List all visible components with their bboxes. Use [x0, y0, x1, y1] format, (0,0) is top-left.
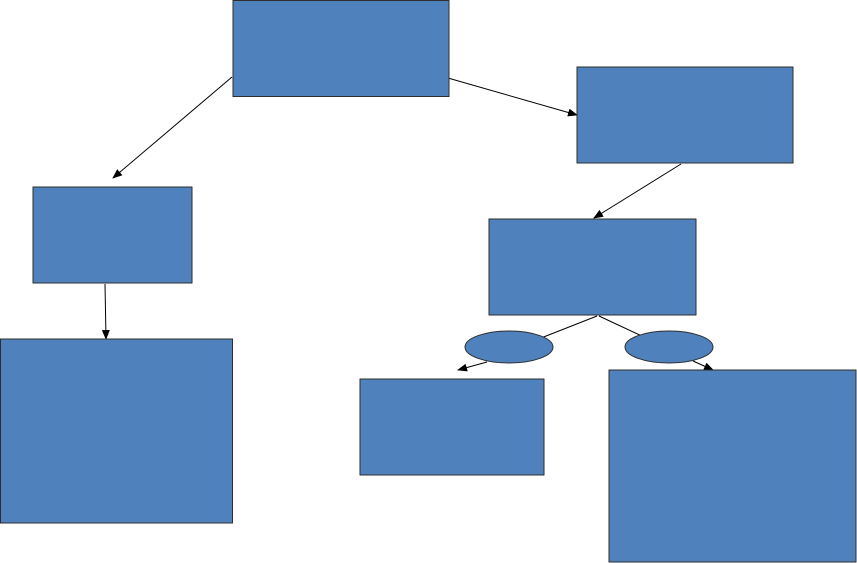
- node-left-upper: [32, 186, 193, 284]
- edge-left-upper-to-left-lower: [101, 283, 110, 340]
- node-left-lower-box: [0, 338, 233, 524]
- node-bottom-center: [359, 378, 545, 476]
- edge-decision-right-to-bottom-right: [692, 360, 714, 371]
- node-bottom-center-box: [359, 378, 545, 476]
- node-top: [232, 0, 450, 97]
- edge-top-to-right-upper: [440, 75, 578, 117]
- edges: [101, 75, 714, 372]
- node-decision-right-ellipse: [624, 330, 714, 364]
- node-right-upper: [576, 66, 794, 164]
- edge-right-middle-to-decision-left: [540, 315, 598, 339]
- node-decision-right: [624, 330, 714, 364]
- node-left-upper-box: [32, 186, 193, 284]
- edge-decision-left-to-bottom-center: [457, 361, 488, 372]
- node-left-lower: [0, 338, 233, 524]
- node-right-middle: [488, 218, 697, 316]
- edge-top-to-left-upper: [112, 76, 233, 179]
- node-top-box: [232, 0, 450, 97]
- node-decision-left: [464, 330, 554, 364]
- edge-right-upper-to-right-middle: [593, 163, 682, 219]
- node-bottom-right: [608, 369, 857, 563]
- node-decision-left-ellipse: [464, 330, 554, 364]
- edge-right-middle-to-decision-right: [598, 315, 645, 338]
- node-bottom-right-box: [608, 369, 857, 563]
- node-right-upper-box: [576, 66, 794, 164]
- node-right-middle-box: [488, 218, 697, 316]
